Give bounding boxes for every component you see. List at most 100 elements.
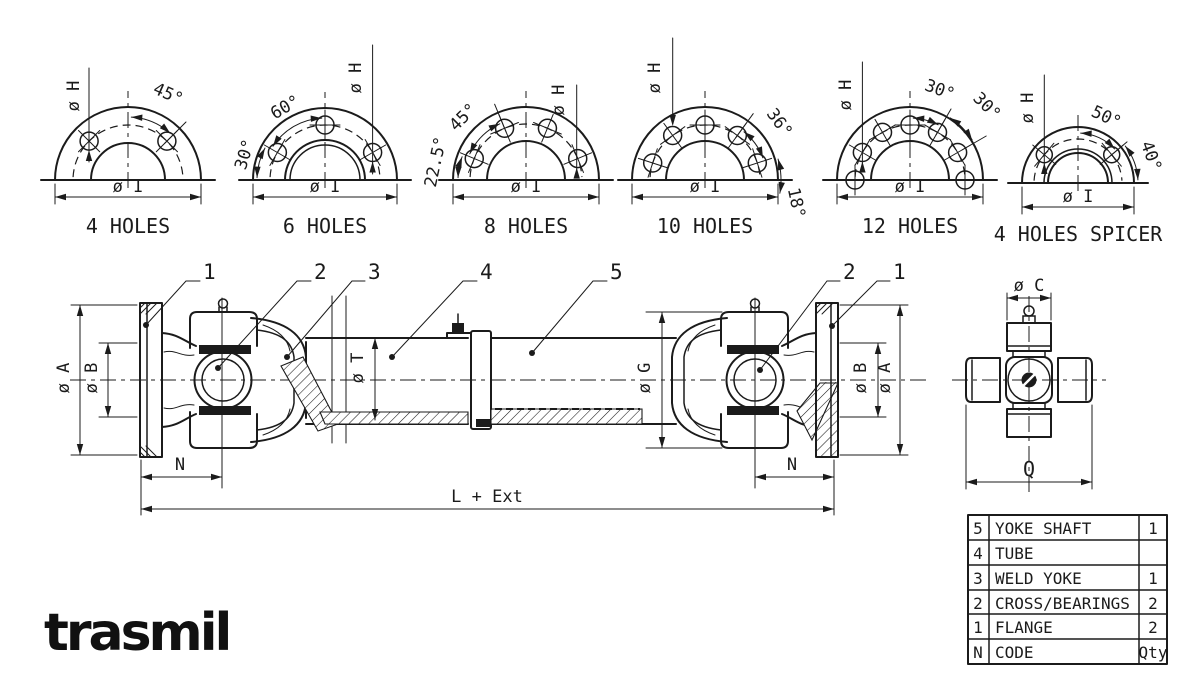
angle-ref-tick — [494, 103, 507, 133]
left-flange-outline — [139, 302, 163, 458]
bolt-hole — [157, 131, 177, 151]
cross-ext-lines — [965, 292, 1093, 490]
dim-n-right: N — [787, 455, 797, 475]
arrowhead-icon — [658, 437, 666, 448]
arrowhead-icon — [972, 193, 983, 201]
flange-bore-arc — [289, 144, 361, 181]
leader-dot — [215, 365, 221, 371]
arrowhead-icon — [744, 131, 755, 142]
arrowhead-icon — [896, 444, 904, 455]
left-bearing-retainer-bottom — [199, 406, 251, 415]
dim-tube-dia: ø T — [348, 353, 368, 384]
arrowhead-icon — [1125, 146, 1135, 157]
bolt-hole-tick — [647, 148, 658, 178]
leader-dot — [284, 354, 290, 360]
bearing-centerlines — [221, 297, 756, 489]
arrowhead-icon — [104, 406, 112, 417]
table-row-qty: Qty — [1139, 643, 1168, 662]
bolt-hole — [567, 148, 588, 169]
shaft-assembly-drawing: ø A ø B ø T ø G ø B ø A N N L + Ext 1 2 … — [54, 260, 928, 516]
arrowhead-icon — [823, 505, 834, 513]
left-flange-hatch — [139, 302, 158, 458]
flange-caption: 8 HOLES — [484, 214, 568, 238]
cross-hub-circle — [1007, 358, 1051, 402]
flange-bore-arc — [870, 140, 950, 181]
flange-caption: 12 HOLES — [862, 214, 958, 238]
right-yoke-inner — [683, 329, 722, 431]
flange-caption: 6 HOLES — [283, 214, 367, 238]
ext-lines-right — [839, 304, 909, 456]
right-bearing-cup — [725, 350, 785, 410]
hole-dia-label: ø H — [1018, 93, 1038, 124]
angle-ref-tick — [1105, 141, 1128, 161]
flange-pattern-4-holes-spicer: 4 HOLES SPICER ø H ø I 50° 40° — [994, 74, 1165, 246]
tube-grease-fitting-icon — [452, 323, 464, 333]
cross-cup-top-detail — [1006, 345, 1052, 358]
angle-ref-tick — [935, 108, 952, 136]
dim-pilot-dia-left: ø B — [82, 363, 102, 394]
flange-pattern-10-holes: 10 HOLES ø H ø I 36° 18° — [617, 37, 809, 238]
weld-yoke-swoosh — [262, 324, 291, 436]
flange-bore-arc — [486, 140, 566, 181]
right-yoke-ear-bottom — [720, 411, 789, 449]
dim-n-left: N — [175, 455, 185, 475]
right-yoke-swoosh — [687, 324, 716, 436]
table-row-qty: 1 — [1148, 519, 1158, 538]
arrowhead-icon — [874, 343, 882, 354]
arrowhead-icon — [159, 123, 171, 134]
bolt-hole-tick — [468, 144, 481, 173]
dim-flange-dia-left: ø A — [54, 363, 74, 394]
flange-caption: 4 HOLES — [86, 214, 170, 238]
arrowhead-icon — [141, 505, 152, 513]
angle-label: 30° — [969, 89, 1005, 125]
right-yoke-ear-top — [720, 311, 789, 349]
slip-stop — [476, 419, 490, 427]
bolt-hole-tick — [660, 126, 686, 145]
ext-lines-g — [645, 311, 723, 449]
left-bearing-cup — [193, 350, 253, 410]
arrowhead-icon — [632, 193, 643, 201]
arrowhead-icon — [253, 193, 264, 201]
bolt-hole — [642, 153, 663, 173]
ext-lines-length — [140, 459, 835, 516]
arrowhead-icon — [926, 116, 939, 125]
bolt-hole — [494, 118, 515, 139]
arrowhead-icon — [874, 406, 882, 417]
flange-bore-arc — [1047, 152, 1109, 184]
leader-lines — [145, 280, 891, 371]
leader-dot — [143, 322, 149, 328]
arrowhead-icon — [453, 193, 464, 201]
table-row-code: CODE — [995, 643, 1034, 662]
angle-label: 30° — [922, 76, 958, 105]
dim-overall-length: L + Ext — [451, 487, 523, 507]
left-funnel-curves — [163, 350, 195, 410]
arrowhead-icon — [455, 156, 463, 169]
arrowhead-icon — [1040, 294, 1051, 302]
dim-cup-dia: ø C — [1014, 276, 1045, 296]
flange-bore-arc — [665, 140, 745, 181]
hole-dia-label: ø H — [64, 81, 84, 112]
angle-label: 45° — [150, 79, 186, 110]
arrowhead-icon — [913, 115, 925, 122]
callout-flange-right: 1 — [893, 260, 906, 284]
arrowhead-icon — [190, 193, 201, 201]
callout-bearing-right: 2 — [843, 260, 856, 284]
flange-outer-arc — [631, 106, 779, 181]
arrowhead-icon — [273, 135, 282, 147]
table-row-num: 5 — [973, 519, 983, 538]
bolt-hole — [927, 122, 948, 143]
bolt-hole-tick — [752, 148, 763, 178]
arrowhead-icon — [1022, 203, 1033, 211]
hole-dia-label: ø H — [645, 63, 665, 94]
angle-label: 36° — [762, 105, 796, 142]
angle-ref-tick — [961, 135, 987, 151]
bolt-hole-tick — [949, 139, 966, 166]
cross-bearing-detail: ø C Q — [952, 276, 1106, 497]
angle-label: 45° — [446, 100, 482, 136]
cross-cup-bottom-detail — [1006, 402, 1052, 415]
arrowhead-icon — [76, 305, 84, 316]
cross-logo-slash — [1022, 372, 1037, 387]
spline-section-hatch — [490, 408, 643, 425]
